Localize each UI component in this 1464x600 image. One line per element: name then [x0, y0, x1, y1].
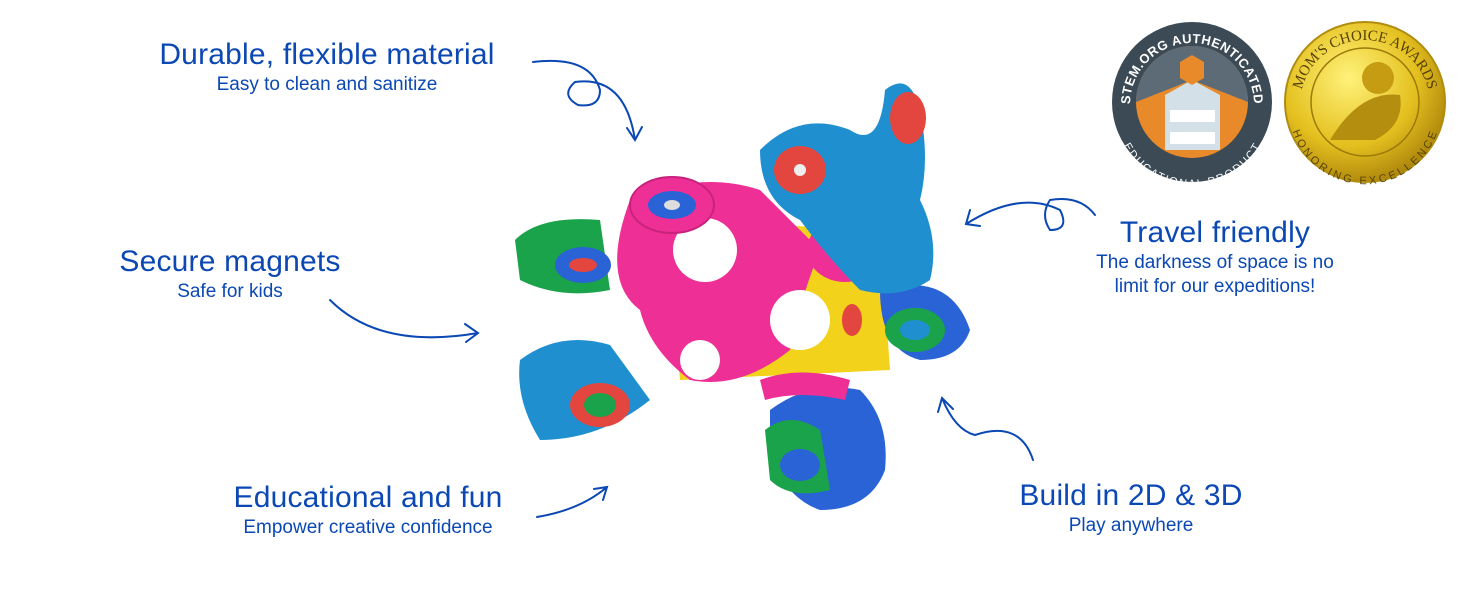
feature-durable: Durable, flexible material Easy to clean…: [159, 38, 494, 96]
feature-educational: Educational and fun Empower creative con…: [233, 481, 502, 539]
feature-subtitle: Easy to clean and sanitize: [216, 74, 438, 95]
toy-pieces: [515, 83, 970, 510]
feature-subtitle: Play anywhere: [1068, 515, 1194, 536]
arrow-icon: [536, 485, 609, 518]
feature-title: Travel friendly: [1119, 216, 1311, 249]
moms-choice-badge: MOM'S CHOICE AWARDS HONORING EXCELLENCE: [1284, 21, 1446, 187]
feature-title: Secure magnets: [119, 245, 341, 278]
feature-title: Durable, flexible material: [159, 38, 495, 71]
feature-subtitle: Safe for kids: [177, 281, 283, 302]
feature-travel: Travel friendly The darkness of space is…: [1096, 216, 1334, 298]
feature-title: Build in 2D & 3D: [1019, 479, 1243, 512]
arrow-icon: [532, 59, 643, 142]
feature-magnets: Secure magnets Safe for kids: [119, 245, 340, 303]
feature-subtitle-line: The darkness of space is no: [1096, 252, 1334, 273]
feature-subtitle-line: limit for our expeditions!: [1114, 276, 1316, 297]
feature-build: Build in 2D & 3D Play anywhere: [1019, 479, 1242, 537]
arrow-icon: [937, 396, 1034, 461]
feature-title: Educational and fun: [233, 481, 503, 514]
arrow-icon: [329, 299, 480, 343]
arrow-icon: [964, 198, 1096, 232]
feature-subtitle: Empower creative confidence: [243, 517, 493, 538]
stem-badge: STEM.ORG AUTHENTICATED EDUCATIONAL PRODU…: [1112, 22, 1272, 190]
